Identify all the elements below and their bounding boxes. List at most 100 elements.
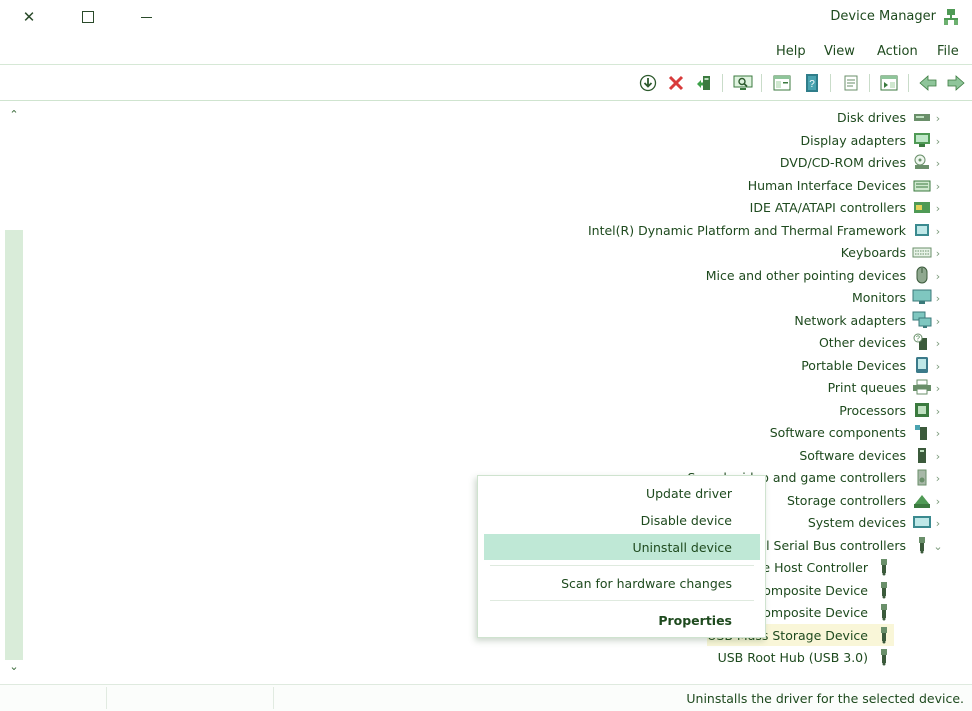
processor-icon [912, 401, 932, 419]
monitor-icon [912, 288, 932, 306]
expand-chevron-icon[interactable]: › [935, 180, 941, 193]
printer-icon [912, 378, 932, 396]
usb-icon [874, 648, 894, 666]
menu-item-disable-device[interactable]: Disable device [484, 507, 760, 533]
menu-file[interactable]: File [937, 44, 959, 59]
tree-item-label: Other devices [818, 334, 906, 350]
expand-chevron-icon[interactable]: › [935, 427, 941, 440]
expand-chevron-icon[interactable]: › [935, 112, 941, 125]
tree-item-software-devices[interactable]: Software devices [799, 444, 932, 466]
scan-hardware-button[interactable] [732, 72, 754, 94]
menu-item-properties[interactable]: Properties [484, 607, 760, 633]
minimize-button[interactable] [123, 0, 169, 34]
expand-chevron-icon[interactable]: › [935, 450, 941, 463]
tree-item-storage-controllers[interactable]: Storage controllers [787, 489, 932, 511]
expand-chevron-icon[interactable]: › [935, 495, 941, 508]
expand-chevron-icon[interactable]: › [935, 337, 941, 350]
expand-chevron-icon[interactable]: › [935, 135, 941, 148]
update-driver-button[interactable] [693, 72, 715, 94]
tree-item-label: Display adapters [800, 132, 906, 148]
minimize-icon [140, 16, 152, 18]
menu-view[interactable]: View [824, 44, 855, 59]
tree-item-monitors[interactable]: Monitors [852, 286, 932, 308]
close-button[interactable]: ✕ [6, 0, 52, 34]
tree-item-display-adapters[interactable]: Display adapters [801, 129, 932, 151]
maximize-button[interactable] [65, 0, 111, 34]
svg-text:?: ? [809, 79, 815, 90]
show-console-tree-button[interactable] [878, 72, 900, 94]
tree-item-print-queues[interactable]: Print queues [828, 376, 932, 398]
menu-help[interactable]: Help [776, 44, 806, 59]
show-hide-pane-button[interactable] [771, 72, 793, 94]
menu-item-scan-hardware[interactable]: Scan for hardware changes [484, 570, 760, 596]
tree-item-label: Human Interface Devices [747, 177, 906, 193]
menu-item-update-driver[interactable]: Update driver [484, 480, 760, 506]
properties-button[interactable] [840, 72, 862, 94]
tree-item-label: Print queues [827, 379, 906, 395]
tree-item-label: Keyboards [840, 244, 906, 260]
scroll-up-arrow[interactable]: ⌃ [9, 108, 19, 121]
ide-controller-icon [912, 198, 932, 216]
tree-item-system-devices[interactable]: System devices [808, 511, 932, 533]
help-button[interactable]: ? [801, 72, 823, 94]
help-book-icon: ? [806, 74, 818, 92]
tree-item-dvd-drives[interactable]: DVD/CD-ROM drives [780, 151, 932, 173]
expand-chevron-icon[interactable]: › [935, 382, 941, 395]
back-button[interactable] [945, 72, 967, 94]
expand-chevron-icon[interactable]: › [935, 292, 941, 305]
window-title: Device Manager [830, 9, 936, 24]
tree-item-keyboards[interactable]: Keyboards [841, 241, 932, 263]
tree-item-disk-drives[interactable]: Disk drives [837, 106, 932, 128]
keyboard-icon [912, 243, 932, 261]
expand-chevron-icon[interactable]: › [935, 517, 941, 530]
arrow-right-icon [947, 75, 965, 91]
expand-chevron-icon[interactable]: › [935, 202, 941, 215]
menu-item-label: Update driver [645, 485, 732, 501]
tree-item-other-devices[interactable]: Other devices ? [819, 331, 932, 353]
menu-item-label: Disable device [640, 512, 732, 528]
toolbar: ? [0, 66, 972, 101]
expand-chevron-icon[interactable]: › [935, 225, 941, 238]
menu-action[interactable]: Action [877, 44, 918, 59]
tree-item-label: Software devices [799, 447, 906, 463]
menu-item-uninstall-device[interactable]: Uninstall device [484, 534, 760, 560]
vertical-scrollbar[interactable]: ⌃ ⌄ [2, 104, 23, 678]
forward-button[interactable] [917, 72, 939, 94]
usb-icon [874, 581, 894, 599]
tree-item-label: USB Root Hub (USB 3.0) [717, 649, 868, 665]
tree-item-human-interface-devices[interactable]: Human Interface Devices [748, 174, 932, 196]
expand-chevron-icon[interactable]: › [935, 315, 941, 328]
storage-controller-icon [912, 491, 932, 509]
menu-item-label: Properties [658, 612, 732, 628]
expand-chevron-icon[interactable]: › [935, 247, 941, 260]
red-x-icon [668, 75, 684, 91]
usb-icon [874, 558, 894, 576]
tree-item-label: Storage controllers [786, 492, 906, 508]
collapse-chevron-icon[interactable]: ⌄ [933, 540, 943, 553]
usb-icon [912, 536, 932, 554]
scroll-down-arrow[interactable]: ⌄ [9, 660, 19, 673]
tree-item-portable-devices[interactable]: Portable Devices [801, 354, 932, 376]
tree-item-usb-root-hub[interactable]: USB Root Hub (USB 3.0) [718, 646, 894, 668]
scroll-thumb[interactable] [5, 230, 23, 660]
mouse-icon [912, 266, 932, 284]
expand-chevron-icon[interactable]: › [935, 270, 941, 283]
tree-item-label: System devices [807, 514, 906, 530]
tree-item-mice[interactable]: Mice and other pointing devices [706, 264, 932, 286]
tree-item-network-adapters[interactable]: Network adapters [794, 309, 932, 331]
enable-device-button[interactable] [637, 72, 659, 94]
tree-item-processors[interactable]: Processors [839, 399, 932, 421]
software-component-icon [912, 423, 932, 441]
expand-chevron-icon[interactable]: › [935, 360, 941, 373]
tree-item-thermal-framework[interactable]: Intel(R) Dynamic Platform and Thermal Fr… [588, 219, 932, 241]
expand-chevron-icon[interactable]: › [935, 472, 941, 485]
uninstall-device-button[interactable] [665, 72, 687, 94]
tree-item-software-components[interactable]: Software components [770, 421, 932, 443]
dvd-drive-icon [912, 153, 932, 171]
hid-icon [912, 176, 932, 194]
tree-item-ide-controllers[interactable]: IDE ATA/ATAPI controllers [750, 196, 932, 218]
expand-chevron-icon[interactable]: › [935, 157, 941, 170]
usb-icon [874, 603, 894, 621]
expand-chevron-icon[interactable]: › [935, 405, 941, 418]
device-manager-icon [944, 9, 958, 25]
